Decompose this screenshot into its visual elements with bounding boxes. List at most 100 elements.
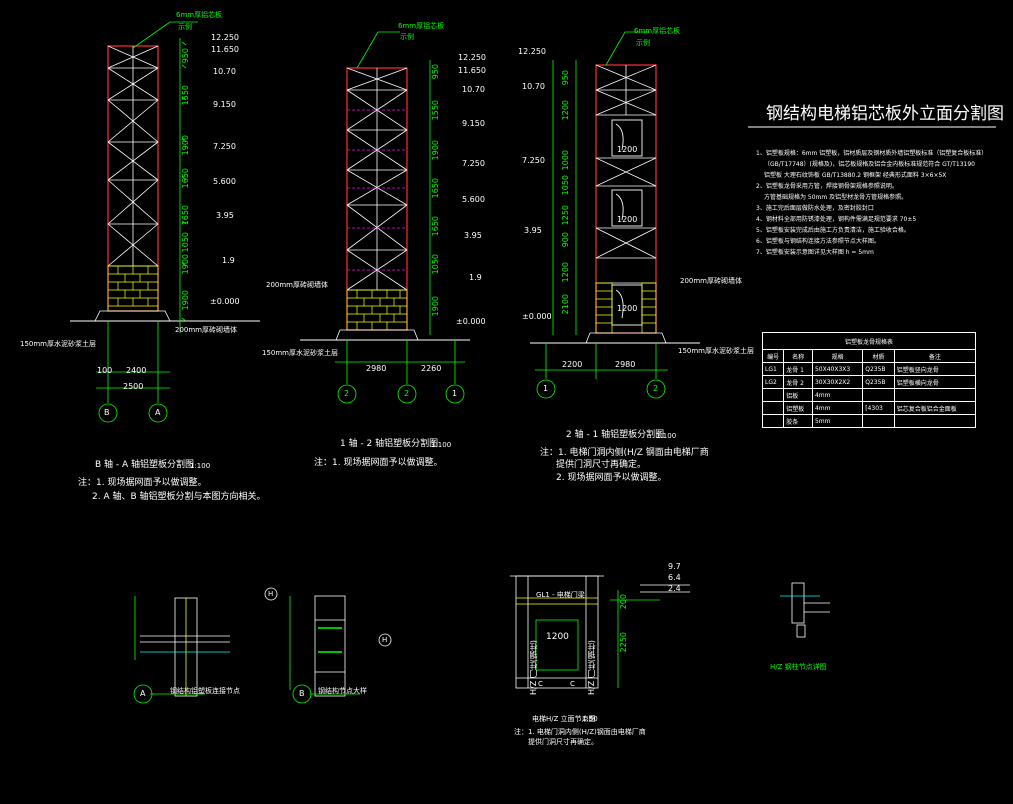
view1-seg-4: 1650 bbox=[181, 205, 190, 226]
view1-elev-3: 9.150 bbox=[213, 100, 236, 109]
spec-header: 备注 bbox=[893, 349, 977, 363]
view1-elev-4: 7.250 bbox=[213, 142, 236, 151]
view2-elev-2: 10.70 bbox=[462, 85, 485, 94]
note-line: 6、铝塑板与钢结构连接方法参照节点大样图。 bbox=[756, 238, 880, 245]
view3-note-right: 200mm厚砖砌墙体 bbox=[680, 277, 742, 285]
spec-cell: 铝塑板横向龙骨 bbox=[893, 375, 977, 389]
spec-table-title: 铝塑板龙骨规格表 bbox=[762, 332, 976, 350]
view3-door-label-1: 1200 bbox=[617, 215, 638, 224]
table-row: LG2 龙骨 2 30X30X2X2 Q235B 铝塑板横向龙骨 bbox=[761, 375, 977, 389]
door-level-1: 6.4 bbox=[668, 573, 681, 582]
view3-note1b: 提供门洞尺寸再确定。 bbox=[556, 460, 647, 470]
view2-elev-3: 9.150 bbox=[462, 119, 485, 128]
view3-axis-lines bbox=[535, 343, 668, 399]
door-note1: 注：1. 电梯门洞内侧(H/Z)钢面由电梯厂商 bbox=[514, 728, 646, 736]
view1-elev-8: ±0.000 bbox=[210, 297, 240, 306]
view2-axis-0: 2 bbox=[344, 389, 350, 398]
view2-note-bottom: 150mm厚水泥砂浆土层 bbox=[262, 349, 338, 357]
view2-seg-4: 1650 bbox=[431, 216, 440, 237]
door-mark-c2: C bbox=[570, 680, 575, 688]
view1-seg-3: 1650 bbox=[181, 168, 190, 189]
spec-header: 编号 bbox=[761, 349, 785, 363]
view1-axis-lines bbox=[96, 321, 170, 423]
note-line: 4、钢材料全部用防锈漆处理，钢构件需满足规范要求 70±5 bbox=[756, 216, 917, 223]
view2-elev-0: 12.250 bbox=[458, 53, 486, 62]
view3-seg-2: 1000 bbox=[561, 150, 570, 171]
view3-seg-0: 950 bbox=[561, 70, 570, 86]
spec-header: 规格 bbox=[811, 349, 864, 363]
view2-footing bbox=[335, 329, 419, 341]
view2-seg-5: 1050 bbox=[431, 254, 440, 275]
view1-elev-5: 5.600 bbox=[213, 177, 236, 186]
detail-a bbox=[133, 596, 230, 704]
view2-dim-1: 2260 bbox=[421, 364, 442, 373]
view2-seg-2: 1900 bbox=[431, 140, 440, 161]
table-row: 铝塑板 4mm [4303 铝芯复合板铝合金面板 bbox=[761, 401, 977, 415]
view1-note-right: 200mm厚砖砌墙体 bbox=[175, 326, 237, 334]
view1-brick bbox=[107, 265, 159, 312]
spec-cell bbox=[862, 388, 895, 402]
view2-axis-lines bbox=[335, 340, 465, 404]
view1-seg-0: 950 bbox=[181, 48, 190, 64]
spec-cell: 铝塑板竖向龙骨 bbox=[893, 362, 977, 376]
view3-grid bbox=[595, 64, 657, 284]
spec-cell: 龙骨 2 bbox=[783, 375, 813, 389]
note-line: 1、铝塑板规格：6mm 铝塑板，铝材质层及钢材质外墙铝塑板标准（铝塑复合板标准） bbox=[756, 150, 988, 157]
spec-table: 铝塑板龙骨规格表 编号 名称 规格 材质 备注 LG1 龙骨 1 50X40X3… bbox=[761, 332, 977, 428]
view1-caption: B 轴 - A 轴铝塑板分割图 bbox=[95, 460, 195, 470]
spec-cell: 胶条 bbox=[783, 414, 813, 428]
view1-axis-b: B bbox=[104, 408, 110, 417]
view3-note1: 注：1. 电梯门洞内侧(H/Z 钢面由电梯厂商 bbox=[540, 448, 709, 458]
view3-elev-3: 3.95 bbox=[524, 226, 542, 235]
view3-elev-4: ±0.000 bbox=[522, 312, 552, 321]
view2-seg-1: 1550 bbox=[431, 100, 440, 121]
view1-scale: 1:100 bbox=[190, 462, 211, 470]
view3-note2: 2. 现场据网面予以做调整。 bbox=[556, 473, 667, 483]
view1-footing bbox=[94, 310, 171, 322]
view2-elev-6: 3.95 bbox=[464, 231, 482, 240]
detail-b-mark-h2: H bbox=[382, 636, 388, 644]
view3-dim-1: 2980 bbox=[615, 360, 636, 369]
view2-axis-1: 2 bbox=[404, 389, 410, 398]
view1-elev-0: 12.250 bbox=[211, 33, 239, 42]
view2-dim-0: 2980 bbox=[366, 364, 387, 373]
spec-cell: Q235B bbox=[862, 362, 895, 376]
view1-top-label2: 示例 bbox=[178, 23, 192, 31]
view2-elevation bbox=[300, 31, 470, 404]
main-title: 钢结构电梯铝芯板外立面分割图 bbox=[766, 104, 1004, 124]
view1-hatch-marks bbox=[181, 41, 187, 322]
table-row: 胶条 5mm bbox=[761, 414, 977, 428]
spec-cell: LG2 bbox=[761, 375, 785, 389]
door-mark-c1: C bbox=[538, 680, 543, 688]
view2-elev-4: 7.250 bbox=[462, 159, 485, 168]
note-line: （GB/T17748）(规格及)，铝芯板规格及铝合金内板标准规范符合 GT/T1… bbox=[764, 161, 976, 168]
view1-elev-7: 1.9 bbox=[222, 256, 235, 265]
note-line: 2、铝塑板龙骨采用方管，焊接钢骨架规格参照说明。 bbox=[756, 183, 898, 190]
spec-cell bbox=[893, 414, 977, 428]
hz-caption: H/Z 钢柱节点详图 bbox=[770, 663, 827, 671]
door-scale: 1:50 bbox=[582, 715, 598, 723]
view1-note-left: 150mm厚水泥砂浆土层 bbox=[20, 340, 96, 348]
view2-note1: 注：1. 现场据网面予以做调整。 bbox=[314, 458, 443, 468]
view3-top-label2: 示例 bbox=[636, 39, 650, 47]
door-level-0: 9.7 bbox=[668, 562, 681, 571]
view1-dim-0: 100 bbox=[97, 366, 113, 375]
view2-elev-5: 5.600 bbox=[462, 195, 485, 204]
view3-seg-6: 1200 bbox=[561, 262, 570, 283]
spec-header: 名称 bbox=[783, 349, 813, 363]
table-row: 铝板 4mm bbox=[761, 388, 977, 402]
view3-elev-1: 10.70 bbox=[522, 82, 545, 91]
note-line: 5、铝塑板安装完成后由施工方负责清洁，施工验收合格。 bbox=[756, 227, 910, 234]
view3-caption: 2 轴 - 1 轴铝塑板分割图 bbox=[566, 430, 665, 440]
spec-cell: 5mm bbox=[811, 414, 864, 428]
spec-cell: Q235B bbox=[862, 375, 895, 389]
door-col-right: H/Z 门柱(钢柱) bbox=[587, 640, 596, 695]
view2-elev-8: ±0.000 bbox=[456, 317, 486, 326]
view1-seg-7: 1900 bbox=[181, 290, 190, 311]
notes-block: 1、铝塑板规格：6mm 铝塑板，铝材质层及钢材质外墙铝塑板标准（铝塑复合板标准）… bbox=[756, 148, 996, 258]
view2-seg-6: 1900 bbox=[431, 296, 440, 317]
view1-seg-2: 1900 bbox=[181, 135, 190, 156]
view3-scale: 1:100 bbox=[656, 432, 677, 440]
view2-elev-7: 1.9 bbox=[469, 273, 482, 282]
view2-dashed-lines bbox=[347, 109, 407, 271]
